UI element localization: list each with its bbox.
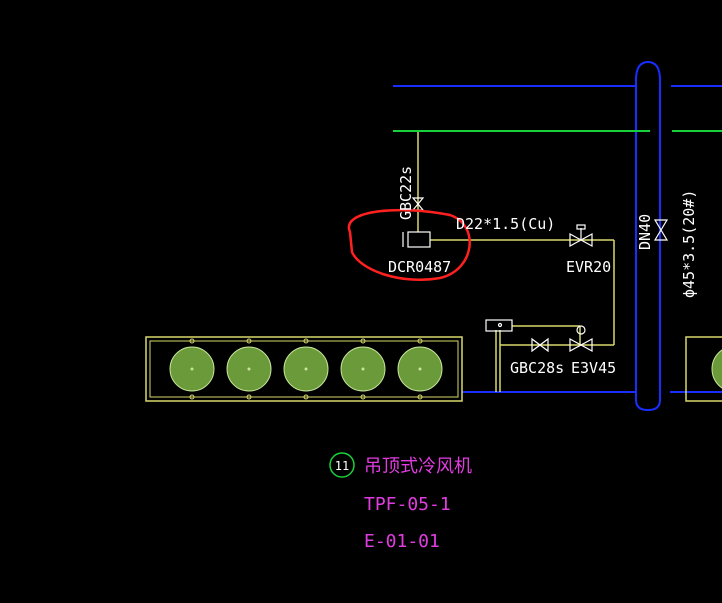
fan-group bbox=[169, 338, 443, 400]
unit-model: TPF-05-1 bbox=[364, 494, 451, 515]
red-markup-circle bbox=[347, 208, 471, 281]
unit-tag-number: 11 bbox=[335, 459, 349, 473]
fan-bolt-bottom-4 bbox=[360, 394, 366, 400]
label-dcr0487: DCR0487 bbox=[388, 258, 451, 276]
label-evr20: EVR20 bbox=[566, 258, 611, 276]
blue-pipe-network bbox=[393, 60, 722, 412]
filter-dcr-symbol bbox=[402, 231, 431, 248]
fan-bolt-top-3 bbox=[303, 338, 309, 344]
unit-code: E-01-01 bbox=[364, 531, 440, 552]
label-d22: D22*1.5(Cu) bbox=[456, 215, 555, 233]
air-cooler-unit bbox=[145, 336, 463, 402]
fan-bolt-top-5 bbox=[417, 338, 423, 344]
fan-bolt-bottom-3 bbox=[303, 394, 309, 400]
unit-tag-circle bbox=[329, 452, 355, 478]
fan-hub-1 bbox=[190, 367, 194, 371]
valve-evr20-symbol bbox=[569, 224, 593, 248]
blue-riser-loop bbox=[462, 60, 661, 412]
label-gbc22s: GBC22s bbox=[397, 166, 415, 220]
fan-right-partial bbox=[711, 349, 722, 389]
air-cooler-unit-right bbox=[685, 336, 722, 402]
fan-hub-3 bbox=[304, 367, 308, 371]
label-phi45: ϕ45*3.5(20#) bbox=[680, 190, 698, 298]
fan-bolt-top-1 bbox=[189, 338, 195, 344]
fan-bolt-top-2 bbox=[246, 338, 252, 344]
fan-bolt-bottom-5 bbox=[417, 394, 423, 400]
fan-hub-4 bbox=[361, 367, 365, 371]
fan-hub-5 bbox=[418, 367, 422, 371]
controller-box-symbol bbox=[485, 319, 513, 332]
fan-hub-2 bbox=[247, 367, 251, 371]
valve-e3v45-symbol bbox=[569, 325, 593, 353]
fan-bolt-top-4 bbox=[360, 338, 366, 344]
unit-name: 吊顶式冷风机 bbox=[364, 456, 472, 477]
fan-bolt-bottom-1 bbox=[189, 394, 195, 400]
cooler-right-frame bbox=[685, 336, 722, 402]
label-dn40: DN40 bbox=[636, 214, 654, 250]
valve-dn40-symbol bbox=[653, 219, 669, 241]
label-gbc28s: GBC28s bbox=[510, 359, 564, 377]
yellow-pipe-network bbox=[417, 132, 615, 392]
fan-bolt-bottom-2 bbox=[246, 394, 252, 400]
label-e3v45: E3V45 bbox=[571, 359, 616, 377]
valve-gbc28s-symbol bbox=[531, 337, 549, 353]
cooler-outer-frame bbox=[145, 336, 463, 402]
